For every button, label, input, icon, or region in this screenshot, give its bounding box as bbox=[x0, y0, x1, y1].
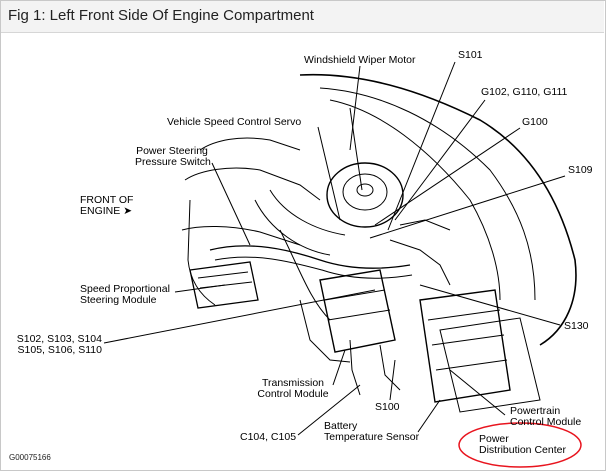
label-c104-c105: C104, C105 bbox=[240, 431, 297, 443]
label-s130: S130 bbox=[564, 320, 589, 332]
annotation-circle bbox=[458, 422, 582, 468]
front-arrow-icon: ➤ bbox=[123, 205, 132, 217]
label-power-distribution-center: Power Distribution Center bbox=[479, 433, 566, 456]
label-s101: S101 bbox=[458, 49, 483, 61]
label-windshield-wiper-motor: Windshield Wiper Motor bbox=[304, 54, 416, 66]
label-powertrain-control-module: Powertrain Control Module bbox=[510, 405, 582, 428]
label-g102-g110-g111: G102, G110, G111 bbox=[481, 86, 568, 98]
label-transmission-control-module: Transmission Control Module bbox=[257, 377, 329, 400]
strut-tower bbox=[326, 162, 404, 228]
figure-code: G00075166 bbox=[9, 453, 51, 462]
label-speed-proportional-steering-module: Speed Proportional Steering Module bbox=[80, 283, 170, 306]
speed-prop-module bbox=[189, 261, 259, 309]
powertrain-control-module bbox=[419, 289, 511, 403]
label-battery-temperature-sensor: Battery Temperature Sensor bbox=[324, 420, 420, 443]
title-bar: Fig 1: Left Front Side Of Engine Compart… bbox=[1, 1, 604, 33]
transmission-control-module bbox=[319, 269, 396, 353]
label-front-of-engine: FRONT OF ENGINE ➤ bbox=[80, 194, 134, 217]
label-s100: S100 bbox=[375, 401, 400, 413]
label-s102-group: S102, S103, S104 S105, S106, S110 bbox=[16, 333, 102, 356]
hood-outline bbox=[299, 73, 577, 346]
power-distribution-box bbox=[439, 317, 541, 413]
label-g100: G100 bbox=[522, 116, 548, 128]
label-vehicle-speed-control-servo: Vehicle Speed Control Servo bbox=[167, 116, 302, 128]
label-power-steering-pressure-switch: Power Steering Pressure Switch bbox=[135, 145, 211, 168]
label-s109: S109 bbox=[568, 164, 593, 176]
figure-title: Fig 1: Left Front Side Of Engine Compart… bbox=[8, 7, 314, 24]
fender-inner bbox=[319, 87, 536, 301]
